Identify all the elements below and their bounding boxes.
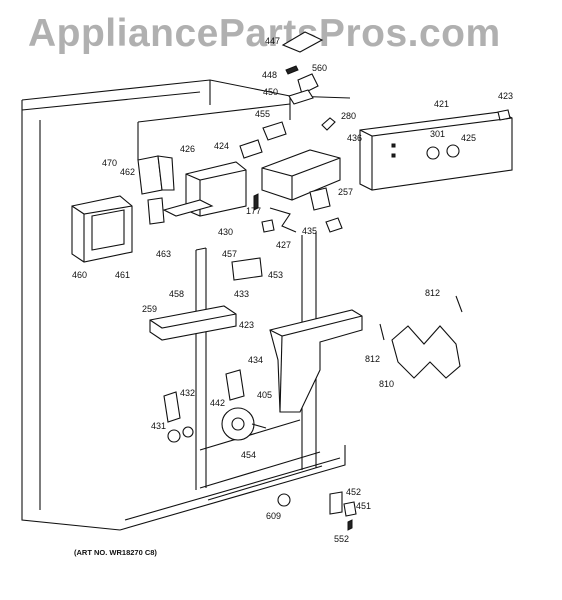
callout-812-top: 812 (425, 288, 441, 298)
part-451 (343, 501, 357, 517)
screw-177 (253, 193, 259, 211)
part-452 (329, 491, 343, 515)
part-257 (309, 187, 331, 211)
callout-431: 431 (151, 421, 167, 431)
callout-461: 461 (115, 270, 131, 280)
duct-259 (149, 305, 237, 341)
callout-462: 462 (120, 167, 136, 177)
callout-259: 259 (142, 304, 158, 314)
callout-609: 609 (266, 511, 282, 521)
housing-436 (261, 149, 341, 201)
callout-452: 452 (346, 487, 362, 497)
callout-457: 457 (222, 249, 238, 259)
callout-423: 423 (239, 320, 255, 330)
callout-405: 405 (257, 390, 273, 400)
callout-433: 433 (234, 289, 250, 299)
heater-810 (379, 295, 463, 379)
callout-810: 810 (379, 379, 395, 389)
callout-451: 451 (356, 501, 372, 511)
gasket-432 (163, 391, 181, 423)
cover-430 (162, 161, 247, 217)
callout-448: 448 (262, 70, 278, 80)
callout-442: 442 (210, 398, 226, 408)
wire-harness-427 (269, 207, 297, 233)
callout-453: 453 (268, 270, 284, 280)
art-number: (ART NO. WR18270 C8) (74, 548, 157, 557)
callout-812: 812 (365, 354, 381, 364)
fan-housing-460 (71, 195, 133, 263)
callout-458: 458 (169, 289, 185, 299)
callout-455: 455 (255, 109, 271, 119)
callout-454: 454 (241, 450, 257, 460)
knob-431 (167, 429, 181, 443)
callout-426: 426 (180, 144, 196, 154)
part-463 (147, 197, 165, 225)
callout-424: 424 (214, 141, 230, 151)
callout-421: 421 (434, 99, 450, 109)
callout-552: 552 (334, 534, 350, 544)
screw-552 (347, 519, 353, 531)
callout-423-top: 423 (498, 91, 514, 101)
part-280 (321, 117, 336, 131)
callout-434: 434 (248, 355, 264, 365)
callout-450: 450 (263, 87, 279, 97)
callout-427: 427 (276, 240, 292, 250)
callout-177: 177 (246, 206, 262, 216)
knob-431b (182, 426, 194, 438)
part-609 (277, 493, 291, 507)
callout-470: 470 (102, 158, 118, 168)
gasket-434 (225, 369, 245, 401)
callout-257: 257 (338, 187, 354, 197)
callout-425: 425 (461, 133, 477, 143)
callout-280: 280 (341, 111, 357, 121)
callout-301: 301 (430, 129, 446, 139)
callout-463: 463 (156, 249, 172, 259)
connector-427 (261, 219, 275, 233)
control-panel-421 (359, 111, 513, 191)
callout-430: 430 (218, 227, 234, 237)
callout-432: 432 (180, 388, 196, 398)
part-433 (231, 257, 263, 281)
callout-447: 447 (265, 36, 281, 46)
part-423-top (497, 109, 511, 121)
callout-435: 435 (302, 226, 318, 236)
bracket-455 (239, 121, 287, 159)
damper-motor-442 (221, 407, 267, 441)
air-tower-405 (269, 309, 363, 413)
callout-560: 560 (312, 63, 328, 73)
watermark-logo: AppliancePartsPros.com (28, 12, 501, 55)
part-435 (325, 217, 343, 233)
callout-436: 436 (347, 133, 363, 143)
bracket-426 (137, 155, 175, 195)
callout-460: 460 (72, 270, 88, 280)
damper-assembly (281, 31, 324, 105)
